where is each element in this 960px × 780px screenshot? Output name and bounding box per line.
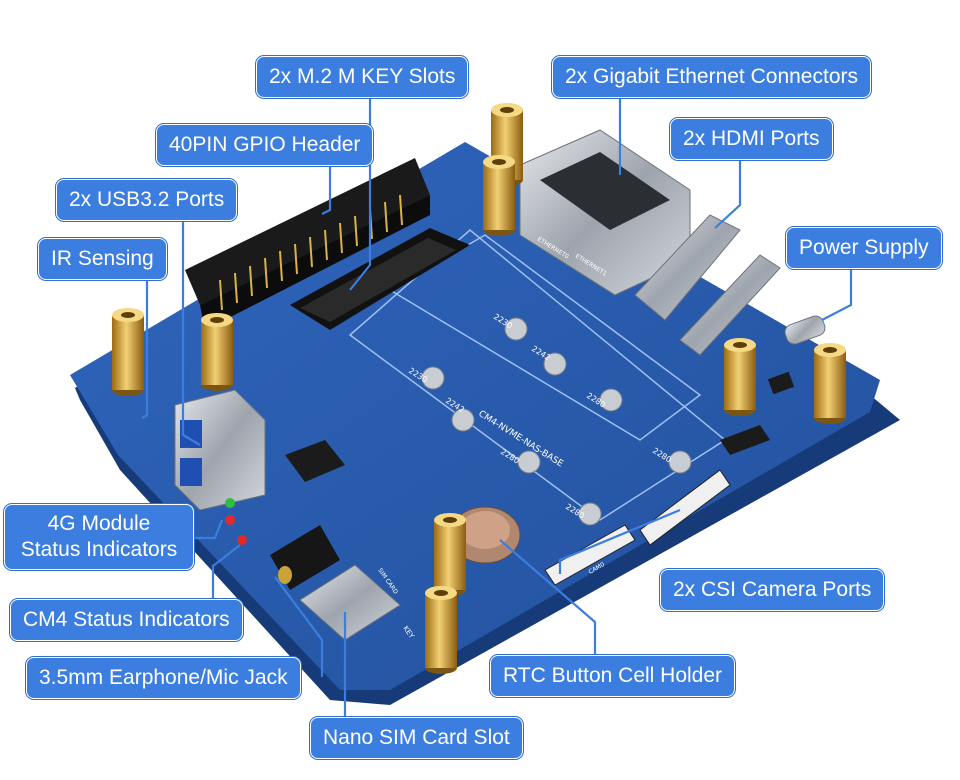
label-csi-camera: 2x CSI Camera Ports — [660, 569, 885, 611]
m2-standoff-screws — [421, 317, 692, 526]
leader-lines — [141, 92, 853, 720]
label-4g-status: 4G Module Status Indicators — [4, 504, 194, 570]
label-hdmi-ports: 2x HDMI Ports — [670, 118, 833, 160]
sim-slot — [299, 564, 401, 641]
label-4g-status-line1: 4G Module — [47, 512, 151, 535]
label-4g-status-line2: Status Indicators — [20, 538, 178, 561]
label-usb-ports: 2x USB3.2 Ports — [56, 179, 238, 221]
gpio-header — [185, 158, 430, 330]
label-gpio-header: 40PIN GPIO Header — [156, 124, 374, 166]
ethernet-connector — [519, 129, 691, 296]
csi-connectors — [544, 469, 731, 586]
label-rtc-holder: RTC Button Cell Holder — [490, 655, 736, 697]
audio-jack — [270, 525, 340, 590]
m2-connector — [290, 228, 470, 330]
label-ir-sensing: IR Sensing — [38, 238, 167, 280]
label-gigabit-ethernet: 2x Gigabit Ethernet Connectors — [552, 56, 871, 98]
label-earphone-jack: 3.5mm Earphone/Mic Jack — [26, 657, 301, 699]
rtc-holder — [449, 506, 521, 564]
label-power-supply: Power Supply — [786, 227, 942, 269]
standoffs — [112, 103, 846, 674]
label-m2-slots: 2x M.2 M KEY Slots — [256, 56, 469, 98]
hdmi-ports — [634, 214, 781, 356]
status-leds — [225, 498, 247, 545]
power-usb-c — [784, 315, 826, 345]
label-nano-sim: Nano SIM Card Slot — [310, 717, 523, 759]
usb-ports — [174, 389, 266, 511]
label-cm4-status: CM4 Status Indicators — [10, 599, 243, 641]
chips — [285, 371, 795, 482]
